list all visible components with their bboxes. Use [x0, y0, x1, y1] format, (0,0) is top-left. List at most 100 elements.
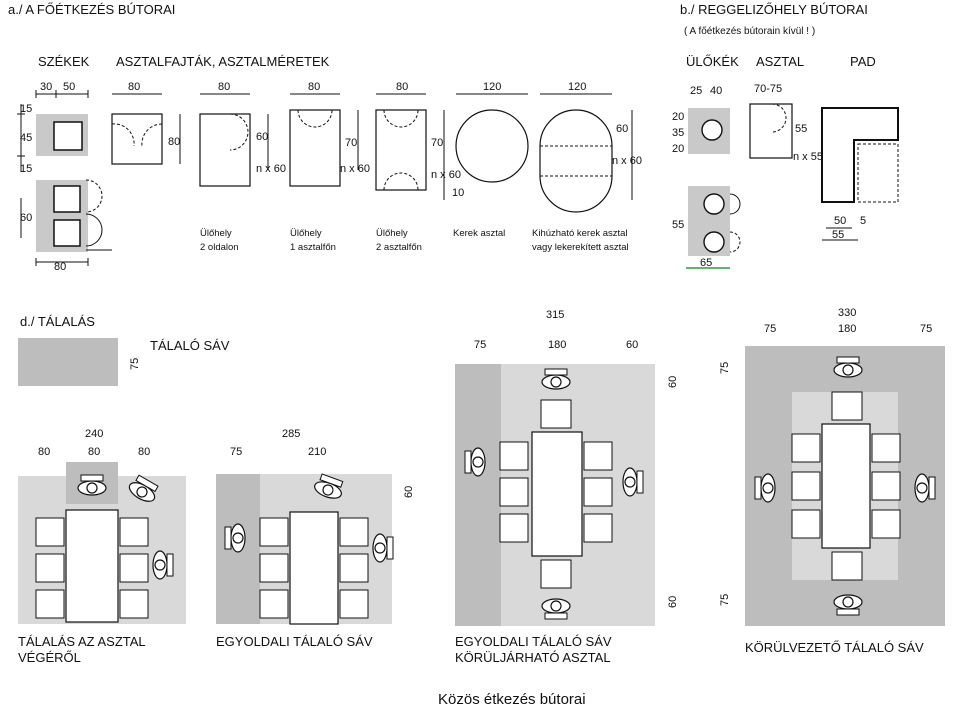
table-b-title: ASZTAL — [756, 54, 804, 69]
table4-width: 80 — [396, 81, 408, 93]
layout3-total: 315 — [546, 309, 564, 321]
serving-band-swatch — [18, 338, 118, 386]
layout1-caption-2: VÉGÉRŐL — [18, 650, 81, 665]
round-table-plan — [455, 93, 529, 183]
section-d-title: d./ TÁLALÁS — [20, 314, 95, 329]
table3-width: 80 — [308, 81, 320, 93]
section-a-title: a./ A FŐÉTKEZÉS BÚTORAI — [8, 2, 175, 17]
layout1-b: 80 — [88, 446, 100, 458]
serving-band-label: TÁLALÓ SÁV — [150, 338, 230, 353]
chair-pair-plan — [20, 179, 112, 266]
layout3-v1: 60 — [667, 376, 679, 388]
layout4-total: 330 — [838, 307, 856, 319]
chair-pair-dim-60: 60 — [20, 212, 32, 224]
label-extend-2: vagy lekerekített asztal — [532, 242, 629, 253]
layout4-b: 180 — [838, 323, 856, 335]
table4-ten: 10 — [452, 187, 464, 199]
section-b-note: ( A főétkezés bútorain kívül ! ) — [684, 26, 815, 37]
layout1-caption-1: TÁLALÁS AZ ASZTAL — [18, 634, 146, 649]
table1-depth: 80 — [168, 136, 180, 148]
table-b-dim-55: 55 — [795, 123, 807, 135]
layout4-v1: 75 — [719, 362, 731, 374]
layout1-c: 80 — [138, 446, 150, 458]
label-2end-2: 2 asztalfőn — [376, 242, 422, 253]
table2-n60: n x 60 — [256, 163, 286, 175]
stool-dim-25: 25 — [690, 85, 702, 97]
extendable-table-depth: 60 — [616, 123, 628, 135]
bench-plan — [821, 107, 899, 241]
layout3-b: 180 — [548, 339, 566, 351]
serving-band-dim: 75 — [129, 358, 141, 370]
layout-surrounding-serving — [745, 346, 945, 626]
extendable-table-plan — [539, 93, 633, 213]
chairs-title: SZÉKEK — [38, 54, 90, 69]
chair-dim-15a: 15 — [20, 103, 32, 115]
table-one-side-plan — [199, 93, 269, 187]
table3-depth: 70 — [345, 137, 357, 149]
round-table-width: 120 — [483, 81, 501, 93]
stool-pair-dim-55: 55 — [672, 219, 684, 231]
layout4-v2: 75 — [719, 594, 731, 606]
layout-one-side-walkaround — [455, 364, 655, 626]
table3-n60: n x 60 — [340, 163, 370, 175]
table-b-n55: n x 55 — [793, 151, 823, 163]
table2-depth: 60 — [256, 131, 268, 143]
label-1end-1: Ülőhely — [290, 228, 322, 239]
extendable-table-n60: n x 60 — [612, 155, 642, 167]
table1-width: 80 — [128, 81, 140, 93]
layout2-a: 75 — [230, 446, 242, 458]
stool-plan-single — [688, 108, 730, 154]
bench-dim-5: 5 — [860, 215, 866, 227]
extendable-table-width: 120 — [568, 81, 586, 93]
label-extend-1: Kihúzható kerek asztal — [532, 228, 628, 239]
layout4-a: 75 — [764, 323, 776, 335]
layout2-b: 210 — [308, 446, 326, 458]
chair-dim-50: 50 — [63, 81, 75, 93]
table-b-dim-7075: 70-75 — [754, 83, 782, 95]
stool-dim-20a: 20 — [672, 111, 684, 123]
bench-title: PAD — [850, 54, 876, 69]
chair-dim-30: 30 — [40, 81, 52, 93]
stool-dim-20b: 20 — [672, 143, 684, 155]
layout3-v2: 60 — [667, 596, 679, 608]
layout2-total: 285 — [282, 428, 300, 440]
stool-pair-plan — [686, 186, 741, 269]
layout3-caption-1: EGYOLDALI TÁLALÓ SÁV — [455, 634, 612, 649]
layout-one-side-serving — [216, 472, 394, 625]
bench-dim-55: 55 — [832, 229, 844, 241]
chair-dim-45: 45 — [20, 132, 32, 144]
bench-dim-50: 50 — [834, 215, 846, 227]
layout2-caption: EGYOLDALI TÁLALÓ SÁV — [216, 634, 373, 649]
layout1-total: 240 — [85, 428, 103, 440]
table-two-ends-plan — [375, 93, 445, 200]
section-b-title: b./ REGGELIZŐHELY BÚTORAI — [680, 2, 868, 17]
table2-width: 80 — [218, 81, 230, 93]
label-2side-2: 2 oldalon — [200, 242, 239, 253]
layout1-a: 80 — [38, 446, 50, 458]
layout4-caption: KÖRÜLVEZETŐ TÁLALÓ SÁV — [745, 640, 924, 655]
table4-n60: n x 60 — [431, 169, 461, 181]
layout3-caption-2: KÖRÜLJÁRHATÓ ASZTAL — [455, 650, 611, 665]
table4-depth: 70 — [431, 137, 443, 149]
chair-pair-dim-80: 80 — [54, 261, 66, 273]
breakfast-table-plan — [749, 103, 793, 159]
stool-pair-dim-65: 65 — [700, 257, 712, 269]
label-2end-1: Ülőhely — [376, 228, 408, 239]
stool-dim-35: 35 — [672, 127, 684, 139]
stool-dim-40: 40 — [710, 85, 722, 97]
label-round: Kerek asztal — [453, 228, 505, 239]
layout-end-serving — [18, 462, 186, 624]
layout4-c: 75 — [920, 323, 932, 335]
layout3-a: 75 — [474, 339, 486, 351]
table-one-end-plan — [289, 93, 359, 187]
label-2side-1: Ülőhely — [200, 228, 232, 239]
label-1end-2: 1 asztalfőn — [290, 242, 336, 253]
tables-title: ASZTALFAJTÁK, ASZTALMÉRETEK — [116, 54, 330, 69]
layout2-side: 60 — [403, 486, 415, 498]
table-square-plan — [111, 93, 181, 165]
footer-title: Közös étkezés bútorai — [438, 691, 586, 708]
chair-plan-single — [17, 90, 89, 172]
chair-dim-15b: 15 — [20, 163, 32, 175]
layout3-c: 60 — [626, 339, 638, 351]
